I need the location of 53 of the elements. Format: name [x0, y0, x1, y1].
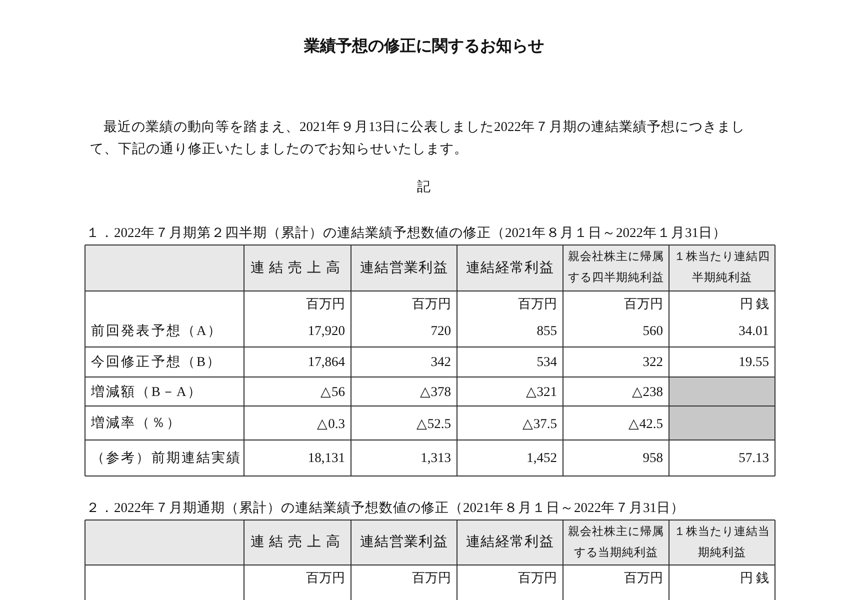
column-header: １株当たり連結当期純利益 [674, 524, 770, 560]
column-header: 連結営業利益 [360, 260, 448, 278]
unit-label: 円 銭 [740, 295, 769, 313]
table-value: 342 [430, 354, 451, 370]
row-header: 前回発表予想（A） [91, 322, 222, 340]
note-heading: 記 [417, 178, 431, 196]
column-header: 親会社株主に帰属する当期純利益 [568, 524, 664, 560]
body-paragraph: 最近の業績の動向等を踏まえ、2021年９月13日に公表しました2022年７月期の連結業績予想につきまして、下記の通り修正いたしましたのでお知らせいたします。 [90, 118, 746, 158]
table-value: 534 [536, 354, 557, 370]
section-heading: ２．2022年７月期通期（累計）の連結業績予想数値の修正（2021年８月１日～2022年７月31日） [86, 499, 684, 517]
column-header: 連結経常利益 [466, 534, 554, 552]
column-header: 連結経常利益 [466, 260, 554, 278]
table-value: △321 [526, 383, 557, 400]
column-header: １株当たり連結四半期純利益 [674, 250, 770, 286]
table-value: 720 [430, 323, 451, 339]
column-header: 連結売上高 [250, 533, 345, 552]
unit-label: 百万円 [518, 569, 557, 587]
row-header: 増減率（％） [91, 414, 182, 432]
table-value: 17,864 [308, 354, 345, 370]
unit-label: 百万円 [624, 295, 663, 313]
table-value: 57.13 [738, 450, 769, 466]
unit-label: 百万円 [412, 569, 451, 587]
table-value: 560 [642, 323, 663, 339]
unit-label: 百万円 [306, 569, 345, 587]
table-value: 1,452 [526, 450, 557, 466]
table-value: △37.5 [522, 414, 557, 432]
unit-label: 百万円 [518, 295, 557, 313]
row-header: 今回修正予想（B） [91, 353, 222, 371]
table-value: 322 [642, 354, 663, 370]
table-value: △378 [420, 383, 451, 400]
table-value: 855 [536, 323, 557, 339]
unit-label: 百万円 [306, 295, 345, 313]
table-value: 1,313 [420, 450, 451, 466]
column-header: 親会社株主に帰属する四半期純利益 [568, 249, 664, 286]
unit-label: 円 銭 [740, 569, 769, 587]
unit-label: 百万円 [412, 295, 451, 313]
document-title: 業績予想の修正に関するお知らせ [304, 36, 544, 57]
table-value: 19.55 [738, 354, 769, 370]
row-header: 増減額（B－A） [91, 382, 202, 400]
row-header: （参考）前期連結実績 [91, 449, 242, 467]
table-value: △0.3 [317, 414, 345, 432]
table-value: △52.5 [416, 414, 451, 432]
section-heading: １．2022年７月期第２四半期（累計）の連結業績予想数値の修正（2021年８月１日～2022年１月31日） [86, 224, 726, 242]
table-value: 958 [642, 450, 663, 466]
table-value: △42.5 [628, 414, 663, 432]
column-header: 連結営業利益 [360, 534, 448, 552]
table-value: △238 [632, 383, 663, 400]
table-value: 17,920 [308, 323, 345, 339]
table-value: 34.01 [738, 323, 769, 339]
table-value: △56 [320, 383, 345, 400]
column-header: 連結売上高 [250, 259, 345, 278]
unit-label: 百万円 [624, 569, 663, 587]
table-value: 18,131 [308, 450, 345, 466]
